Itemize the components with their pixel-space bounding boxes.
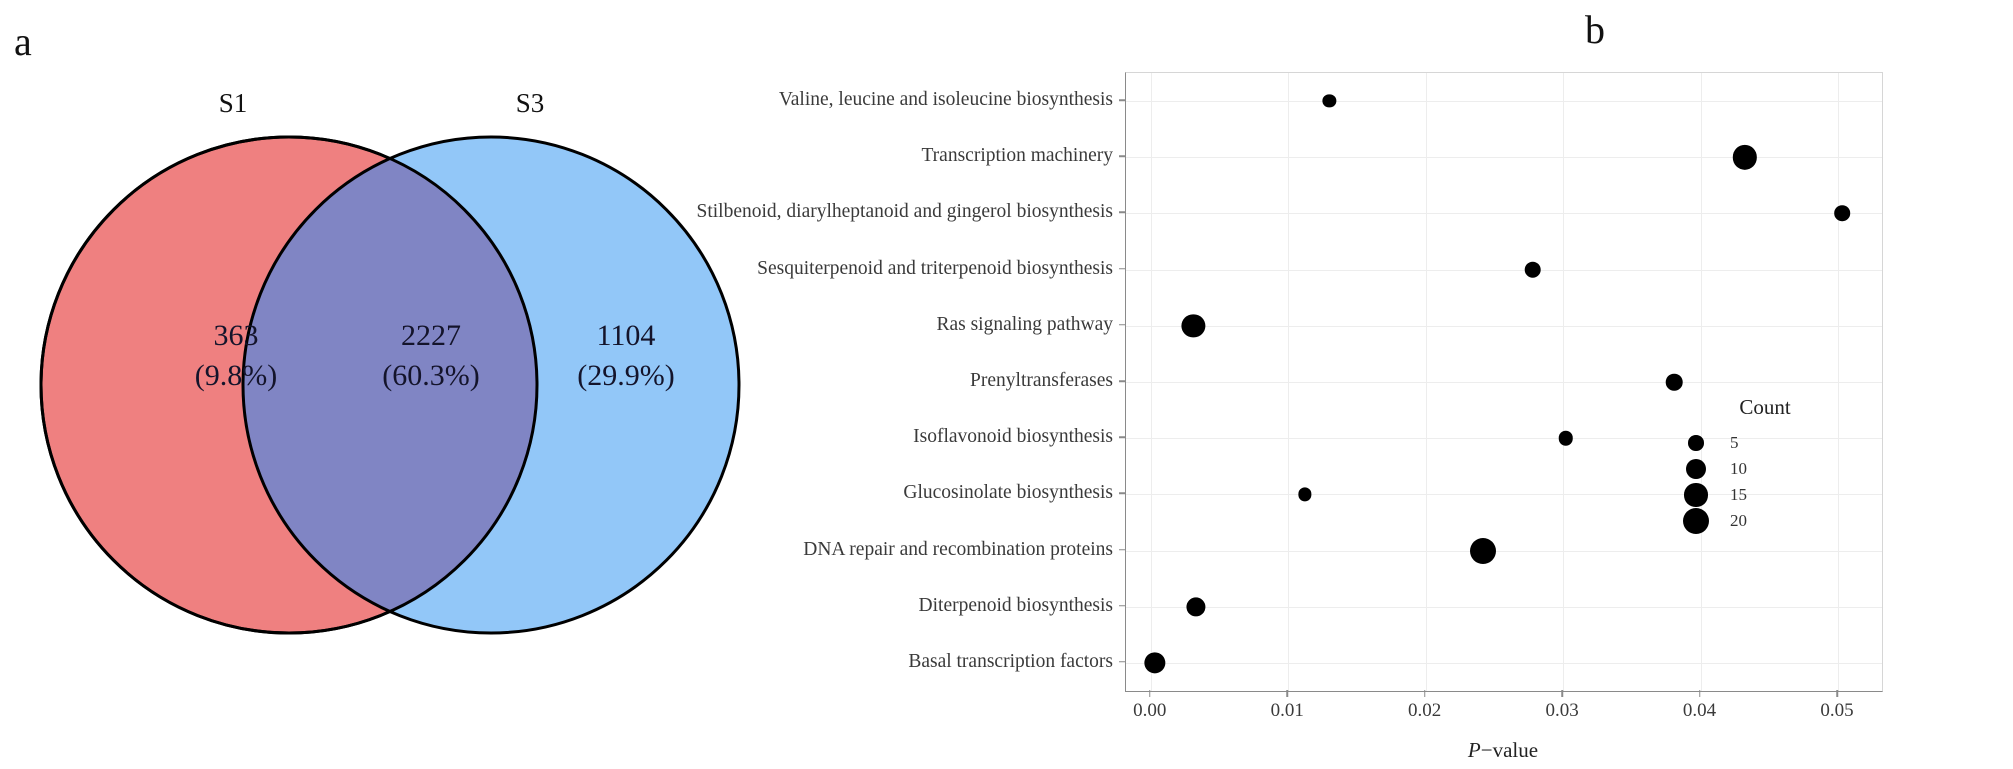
data-point — [1470, 537, 1497, 564]
y-axis-tick-mark — [1119, 604, 1125, 607]
legend-label: 10 — [1730, 459, 1747, 478]
data-point — [1322, 94, 1337, 108]
venn-overlap-region — [243, 137, 537, 633]
data-point — [1558, 430, 1574, 446]
y-axis-tick-label: Glucosinolate biosynthesis — [903, 482, 1113, 504]
panel-letter-a: a — [14, 19, 32, 64]
data-point — [1834, 205, 1850, 222]
data-point — [1186, 597, 1206, 617]
y-axis-tick-label: Transcription machinery — [921, 145, 1113, 167]
legend-label: 20 — [1730, 511, 1747, 530]
y-axis-tick-label: DNA repair and recombination proteins — [803, 538, 1113, 560]
gridline-horizontal — [1126, 438, 1882, 440]
legend-item: 10 — [1670, 456, 1860, 482]
data-point — [1666, 373, 1683, 391]
legend-dot — [1683, 508, 1709, 534]
x-axis-tick-mark — [1561, 690, 1563, 697]
legend-rows: 5 10 15 20 — [1670, 430, 1860, 534]
x-axis-tick-label: 0.01 — [1270, 700, 1304, 721]
legend-item: 5 — [1670, 430, 1860, 456]
legend-key — [1670, 435, 1722, 451]
venn-circle-right-outline — [241, 135, 741, 635]
legend-item: 20 — [1670, 508, 1860, 534]
x-axis-tick-mark — [1148, 690, 1151, 697]
x-axis-tick-mark — [1286, 690, 1288, 697]
legend-dot — [1688, 435, 1704, 451]
x-axis-tick-label: 0.00 — [1133, 700, 1167, 721]
y-axis-tick-mark — [1119, 548, 1125, 551]
data-point — [1144, 652, 1166, 674]
data-point — [1524, 261, 1542, 278]
gridline-horizontal — [1126, 101, 1882, 103]
y-axis-tick-label: Sesquiterpenoid and triterpenoid biosynt… — [757, 257, 1113, 279]
panel-letter-b: b — [1585, 7, 1605, 52]
venn-circle-left-outline — [39, 135, 539, 635]
data-point — [1298, 487, 1312, 501]
legend-key — [1670, 483, 1722, 507]
x-axis-title-italic-p: P — [1467, 738, 1481, 762]
data-point — [1732, 145, 1757, 170]
venn-set-label-right: S3 — [515, 88, 545, 118]
y-axis-tick-mark — [1119, 324, 1125, 326]
y-axis-tick-label: Ras signaling pathway — [936, 313, 1113, 335]
venn-panel: a S1 S3 363 (9.8%) 2227 (60.3%) — [0, 0, 790, 769]
x-axis-ticks: 0.00 0.01 0.02 0.03 0.04 0.05 — [1125, 690, 1881, 736]
gridline-horizontal — [1126, 325, 1882, 327]
y-axis-tick-mark — [1119, 436, 1125, 438]
x-axis-tick-label: 0.02 — [1408, 700, 1442, 721]
y-axis-tick-label: Stilbenoid, diarylheptanoid and gingerol… — [696, 201, 1114, 223]
y-axis-tick-label: Diterpenoid biosynthesis — [918, 594, 1113, 616]
gridline-horizontal — [1126, 213, 1882, 215]
plot-area — [1125, 72, 1883, 692]
y-axis-tick-label: Isoflavonoid biosynthesis — [913, 426, 1113, 448]
x-axis-title: P−value — [1467, 738, 1539, 762]
venn-diagram-svg — [39, 135, 741, 635]
legend-key — [1670, 508, 1722, 534]
y-axis-labels: Valine, leucine and isoleucine biosynthe… — [697, 72, 1125, 690]
gridline-horizontal — [1126, 606, 1882, 608]
y-axis-tick-mark — [1119, 155, 1125, 158]
y-axis-tick-mark — [1119, 267, 1125, 270]
y-axis-tick-mark — [1119, 380, 1125, 382]
legend-item: 15 — [1670, 482, 1860, 508]
legend-label: 15 — [1730, 485, 1747, 504]
gridline-horizontal — [1126, 494, 1882, 496]
y-axis-tick-mark — [1119, 99, 1125, 101]
data-point — [1181, 314, 1205, 338]
x-axis-tick-label: 0.04 — [1682, 700, 1717, 721]
x-axis-tick-label: 0.03 — [1545, 700, 1579, 721]
legend-title: Count — [1739, 395, 1791, 419]
x-axis-tick-mark — [1698, 690, 1701, 697]
legend-label: 5 — [1730, 433, 1739, 452]
gridline-horizontal — [1126, 157, 1882, 159]
x-axis-tick-mark — [1836, 690, 1838, 697]
y-axis-tick-mark — [1119, 661, 1125, 663]
x-axis-tick-mark — [1423, 690, 1426, 697]
gridline-horizontal — [1126, 550, 1882, 552]
gridline-horizontal — [1126, 662, 1882, 664]
y-axis-tick-mark — [1119, 492, 1125, 495]
count-legend: Count 5 10 15 20 — [1670, 395, 1860, 534]
gridline-horizontal — [1126, 382, 1882, 383]
y-axis-tick-mark — [1119, 211, 1125, 214]
gridline-horizontal — [1126, 269, 1882, 271]
y-axis-tick-label: Basal transcription factors — [908, 650, 1113, 672]
legend-dot — [1684, 483, 1708, 507]
legend-key — [1670, 459, 1722, 479]
legend-dot — [1686, 459, 1706, 479]
y-axis-tick-label: Valine, leucine and isoleucine biosynthe… — [778, 89, 1113, 111]
dotplot-panel: b Valine, leucine and isoleucine biosynt… — [697, 0, 2013, 769]
venn-set-label-left: S1 — [218, 88, 248, 118]
y-axis-tick-label: Prenyltransferases — [970, 370, 1113, 391]
x-axis-tick-label: 0.05 — [1820, 700, 1854, 721]
